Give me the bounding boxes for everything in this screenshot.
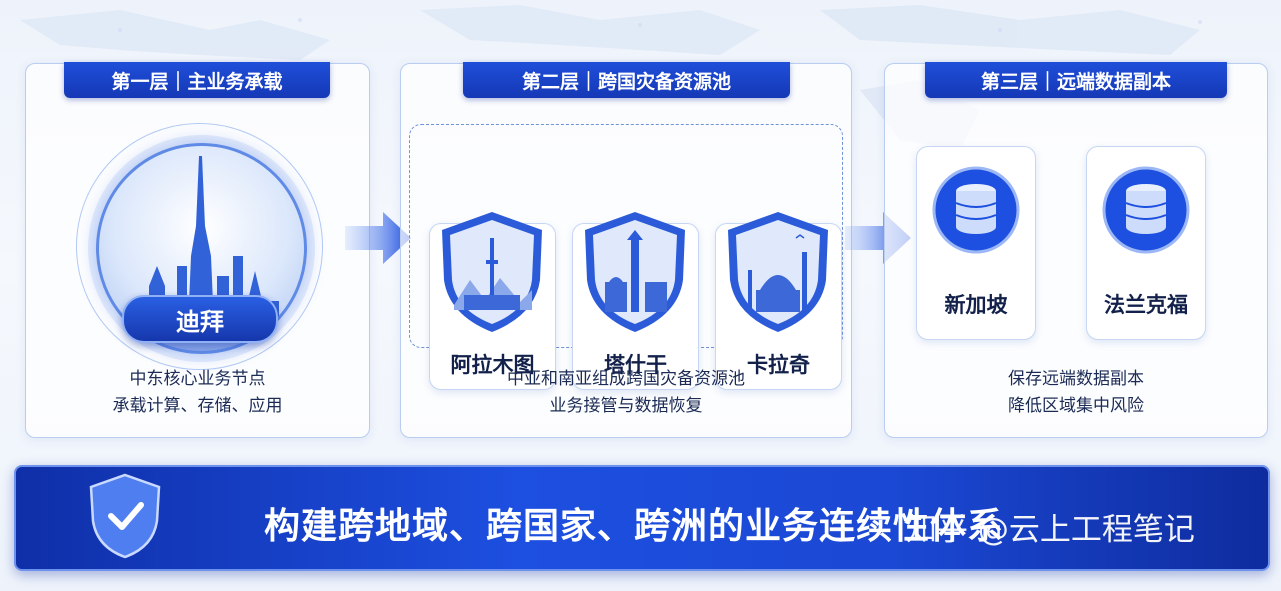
city-card-frankfurt: 法兰克福 xyxy=(1086,146,1206,340)
layer2-description: 中亚和南亚组成跨国灾备资源池 业务接管与数据恢复 xyxy=(401,366,851,420)
karachi-shield-icon xyxy=(728,212,828,332)
watermark-text: 知乎 @云上工程笔记 xyxy=(906,512,1195,548)
database-icon xyxy=(1102,166,1190,254)
layer1-panel: 第一层｜主业务承载 迪拜 中东核心业务节点 承载计算、存储、应用 xyxy=(25,62,370,438)
tashkent-shield-icon xyxy=(585,212,685,332)
city-card-tashkent: 塔什干 xyxy=(572,212,699,390)
city-label-frankfurt: 法兰克福 xyxy=(1104,293,1188,317)
layer3-desc-line1: 保存远端数据副本 xyxy=(1008,369,1144,389)
banner-headline: 构建跨地域、跨国家、跨洲的业务连续性体系 xyxy=(264,506,1005,547)
layer1-desc-line1: 中东核心业务节点 xyxy=(129,369,266,389)
layer3-desc-line2: 降低区域集中风险 xyxy=(1008,396,1144,416)
database-icon xyxy=(932,166,1020,254)
layer1-tab-title: 第一层｜主业务承载 xyxy=(64,62,330,98)
dubai-city-badge: 迪拜 xyxy=(122,295,278,343)
layer2-panel: 第二层｜跨国灾备资源池 阿拉木图 塔什干 xyxy=(400,62,852,438)
business-continuity-banner: 构建跨地域、跨国家、跨洲的业务连续性体系 知乎 @云上工程笔记 xyxy=(14,465,1270,571)
city-ring xyxy=(76,123,323,370)
layer2-desc-line2: 业务接管与数据恢复 xyxy=(549,396,703,416)
layer1-desc-line2: 承载计算、存储、应用 xyxy=(112,396,283,416)
layer3-panel: 第三层｜远端数据副本 新加坡 法兰克福 保存远端数据副本 降低区域集中风险 xyxy=(884,62,1268,438)
layer1-description: 中东核心业务节点 承载计算、存储、应用 xyxy=(26,366,369,420)
city-label-almaty: 阿拉木图 xyxy=(450,353,535,377)
city-card-almaty: 阿拉木图 xyxy=(429,212,556,390)
dr-pool-group: 阿拉木图 塔什干 卡拉奇 xyxy=(409,124,843,390)
layer3-tab-title: 第三层｜远端数据副本 xyxy=(925,62,1227,98)
layer2-desc-line1: 中亚和南亚组成跨国灾备资源池 xyxy=(507,369,745,389)
layer3-description: 保存远端数据副本 降低区域集中风险 xyxy=(885,366,1267,420)
city-label-tashkent: 塔什干 xyxy=(604,353,667,377)
layer2-tab-title: 第二层｜跨国灾备资源池 xyxy=(463,62,790,98)
city-label-singapore: 新加坡 xyxy=(944,293,1008,317)
city-card-karachi: 卡拉奇 xyxy=(715,212,842,390)
city-card-singapore: 新加坡 xyxy=(916,146,1036,340)
arrow-right-icon xyxy=(345,212,411,264)
city-label-karachi: 卡拉奇 xyxy=(747,353,810,377)
almaty-shield-icon xyxy=(442,212,542,332)
shield-check-icon xyxy=(89,473,161,559)
